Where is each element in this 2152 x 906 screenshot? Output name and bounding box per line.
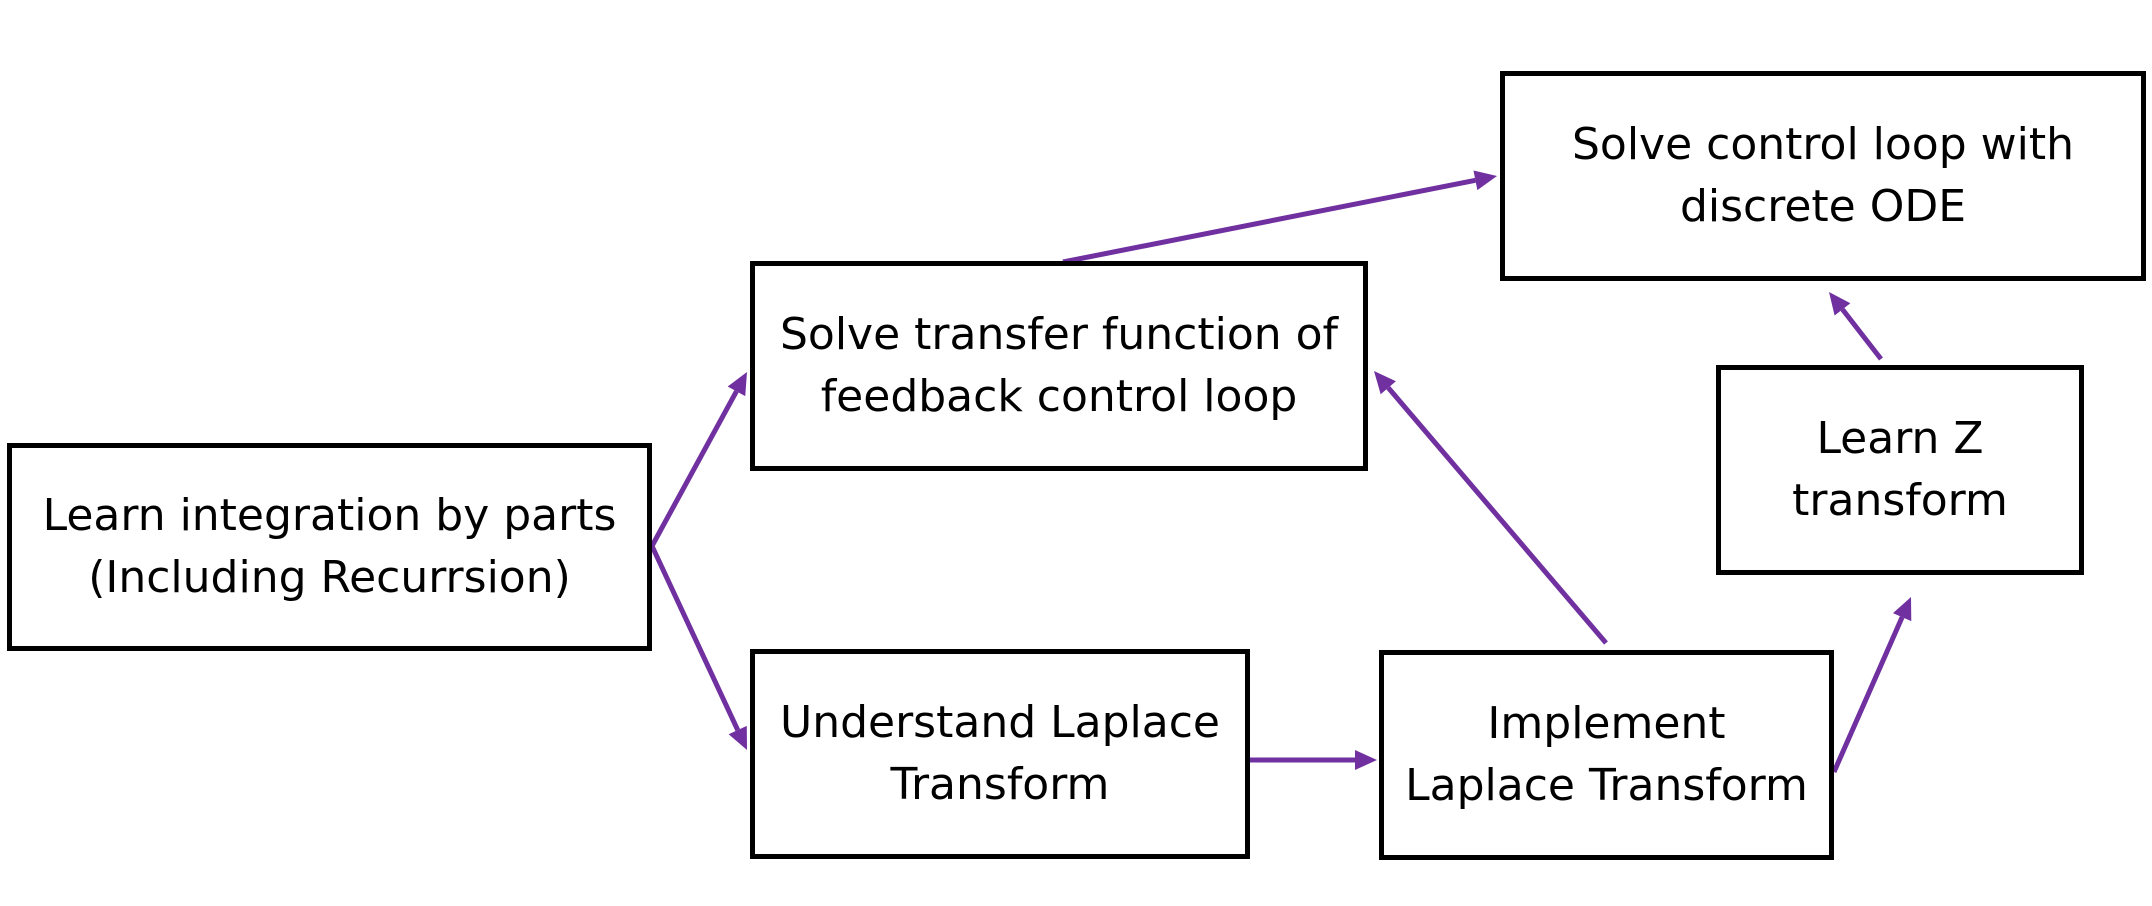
node-label-line: Learn Z xyxy=(1816,413,1984,464)
node-label: Solve transfer function of feedback cont… xyxy=(780,304,1338,428)
arrow-shaft xyxy=(1062,177,1476,265)
arrow-head xyxy=(727,372,747,397)
node-solve-transfer-function: Solve transfer function of feedback cont… xyxy=(750,261,1368,471)
node-label: Learn integration by parts (Including Re… xyxy=(43,485,617,609)
node-label: Understand Laplace Transform xyxy=(780,692,1220,816)
node-label: Learn Z transform xyxy=(1792,408,2008,532)
arrow-integration-to-understand-laplace xyxy=(649,544,747,750)
arrow-implement-laplace-to-z-transform xyxy=(1831,597,1912,774)
node-label-line: transform xyxy=(1792,475,2008,526)
arrow-head xyxy=(1355,750,1377,770)
node-label-line: Transform xyxy=(890,759,1110,810)
arrow-head xyxy=(1829,292,1851,316)
node-learn-z-transform: Learn Z transform xyxy=(1716,365,2084,575)
node-label-line: discrete ODE xyxy=(1679,181,1967,232)
node-implement-laplace-transform: Implement Laplace Transform xyxy=(1379,650,1834,860)
arrow-shaft xyxy=(649,544,740,732)
arrow-shaft xyxy=(1831,616,1905,774)
node-label: Solve control loop with discrete ODE xyxy=(1572,114,2074,238)
node-label-line: Solve control loop with xyxy=(1571,119,2074,170)
arrow-transfer-to-discrete-ode xyxy=(1062,170,1497,265)
arrow-understand-laplace-to-implement-laplace xyxy=(1250,750,1377,770)
node-solve-control-loop-discrete-ode: Solve control loop with discrete ODE xyxy=(1500,71,2146,281)
arrow-head xyxy=(1473,170,1497,191)
node-label-line: Implement xyxy=(1487,698,1726,749)
arrow-shaft xyxy=(1386,386,1608,645)
node-label-line: Solve transfer function of xyxy=(779,309,1339,360)
node-label-line: feedback control loop xyxy=(820,371,1298,422)
arrow-z-transform-to-discrete-ode xyxy=(1829,292,1883,361)
node-label-line: (Including Recurrsion) xyxy=(88,552,571,603)
arrow-shaft xyxy=(1840,307,1883,361)
arrow-head xyxy=(1892,597,1912,622)
arrow-head xyxy=(1374,371,1396,395)
arrow-integration-to-transfer xyxy=(649,372,747,548)
node-learn-integration-by-parts: Learn integration by parts (Including Re… xyxy=(7,443,652,651)
node-understand-laplace-transform: Understand Laplace Transform xyxy=(750,649,1250,859)
node-label-line: Learn integration by parts xyxy=(42,490,617,541)
node-label: Implement Laplace Transform xyxy=(1405,693,1808,817)
arrow-head xyxy=(728,725,747,750)
node-label-line: Understand Laplace xyxy=(780,697,1220,748)
node-label-line: Laplace Transform xyxy=(1405,760,1808,811)
arrow-implement-laplace-to-transfer xyxy=(1374,371,1608,645)
arrow-shaft xyxy=(649,390,739,548)
